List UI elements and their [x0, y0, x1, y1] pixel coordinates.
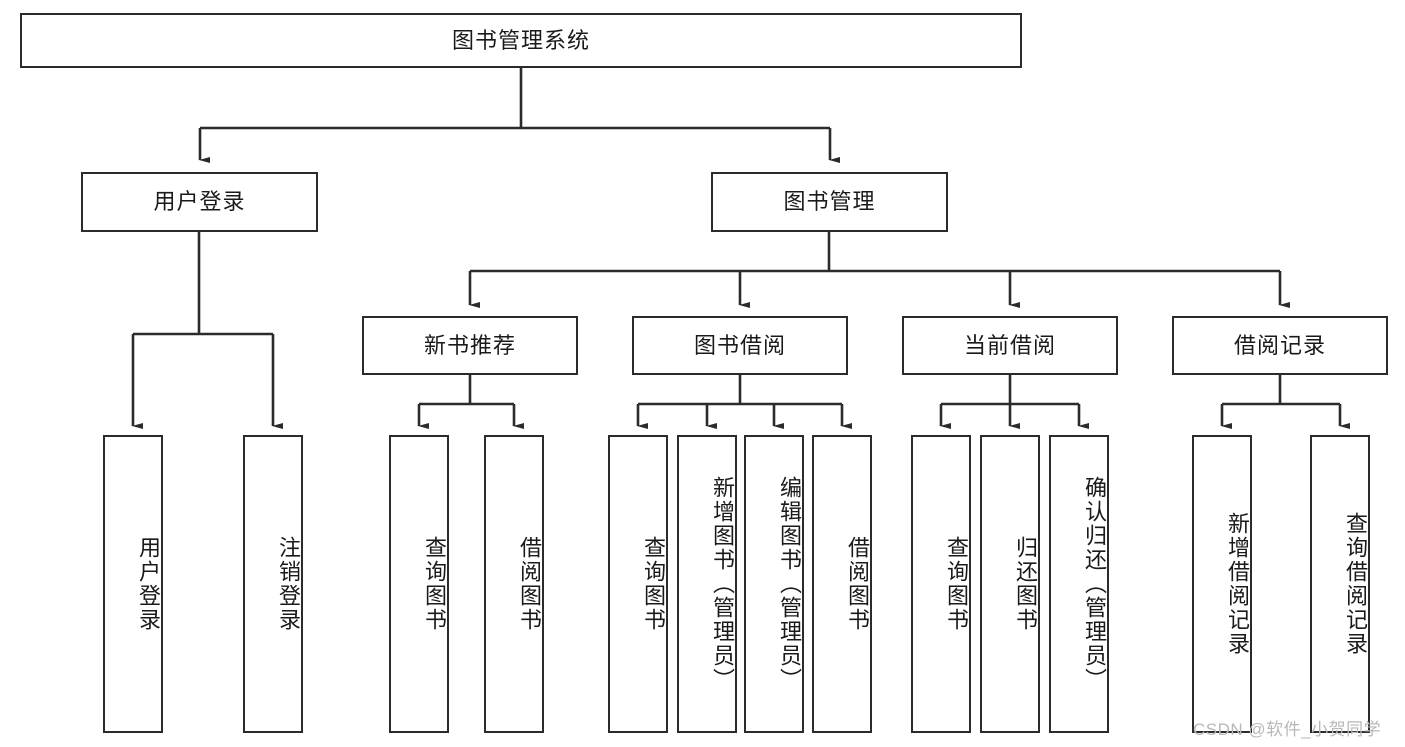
node-label: 查询图书	[944, 536, 969, 632]
node-leaf-add-borrow-record[interactable]: 新增借阅记录	[1192, 435, 1252, 733]
node-label: 新增图书（管理员）	[710, 476, 735, 692]
node-label: 确认归还（管理员）	[1082, 476, 1107, 692]
node-label: 借阅图书	[517, 536, 542, 632]
node-book-borrowing[interactable]: 图书借阅	[632, 316, 848, 375]
node-leaf-return-books[interactable]: 归还图书	[980, 435, 1040, 733]
node-label: 图书借阅	[693, 332, 786, 358]
node-label: 注销登录	[276, 536, 301, 632]
node-leaf-logout[interactable]: 注销登录	[243, 435, 303, 733]
node-label: 查询图书	[422, 536, 447, 632]
node-leaf-user-login[interactable]: 用户登录	[103, 435, 163, 733]
node-label: 查询借阅记录	[1343, 512, 1368, 656]
node-leaf-query-books-current[interactable]: 查询图书	[911, 435, 971, 733]
node-label: 查询图书	[641, 536, 666, 632]
node-label: 借阅图书	[845, 536, 870, 632]
node-label: 用户登录	[153, 189, 246, 215]
node-label: 新增借阅记录	[1225, 512, 1250, 656]
node-label: 新书推荐	[423, 332, 516, 358]
node-leaf-query-books-rec[interactable]: 查询图书	[389, 435, 449, 733]
node-leaf-query-books-borrow[interactable]: 查询图书	[608, 435, 668, 733]
node-label: 当前借阅	[963, 332, 1056, 358]
node-leaf-borrow-books-rec[interactable]: 借阅图书	[484, 435, 544, 733]
node-borrowing-records[interactable]: 借阅记录	[1172, 316, 1388, 375]
node-user-login[interactable]: 用户登录	[81, 172, 318, 232]
node-leaf-query-borrow-record[interactable]: 查询借阅记录	[1310, 435, 1370, 733]
node-leaf-confirm-return-admin[interactable]: 确认归还（管理员）	[1049, 435, 1109, 733]
csdn-watermark: CSDN @软件_小贺同学	[1193, 720, 1382, 739]
node-leaf-borrow-books[interactable]: 借阅图书	[812, 435, 872, 733]
node-book-management[interactable]: 图书管理	[711, 172, 948, 232]
node-label: 用户登录	[136, 536, 161, 632]
node-current-borrowing[interactable]: 当前借阅	[902, 316, 1118, 375]
node-label: 归还图书	[1013, 536, 1038, 632]
node-label: 图书管理	[783, 189, 876, 215]
node-label: 编辑图书（管理员）	[777, 476, 802, 692]
node-label: 借阅记录	[1233, 332, 1326, 358]
node-leaf-add-book-admin[interactable]: 新增图书（管理员）	[677, 435, 737, 733]
node-leaf-edit-book-admin[interactable]: 编辑图书（管理员）	[744, 435, 804, 733]
node-new-book-recommendation[interactable]: 新书推荐	[362, 316, 578, 375]
node-root-book-management-system[interactable]: 图书管理系统	[20, 13, 1022, 68]
node-label: 图书管理系统	[451, 27, 590, 53]
